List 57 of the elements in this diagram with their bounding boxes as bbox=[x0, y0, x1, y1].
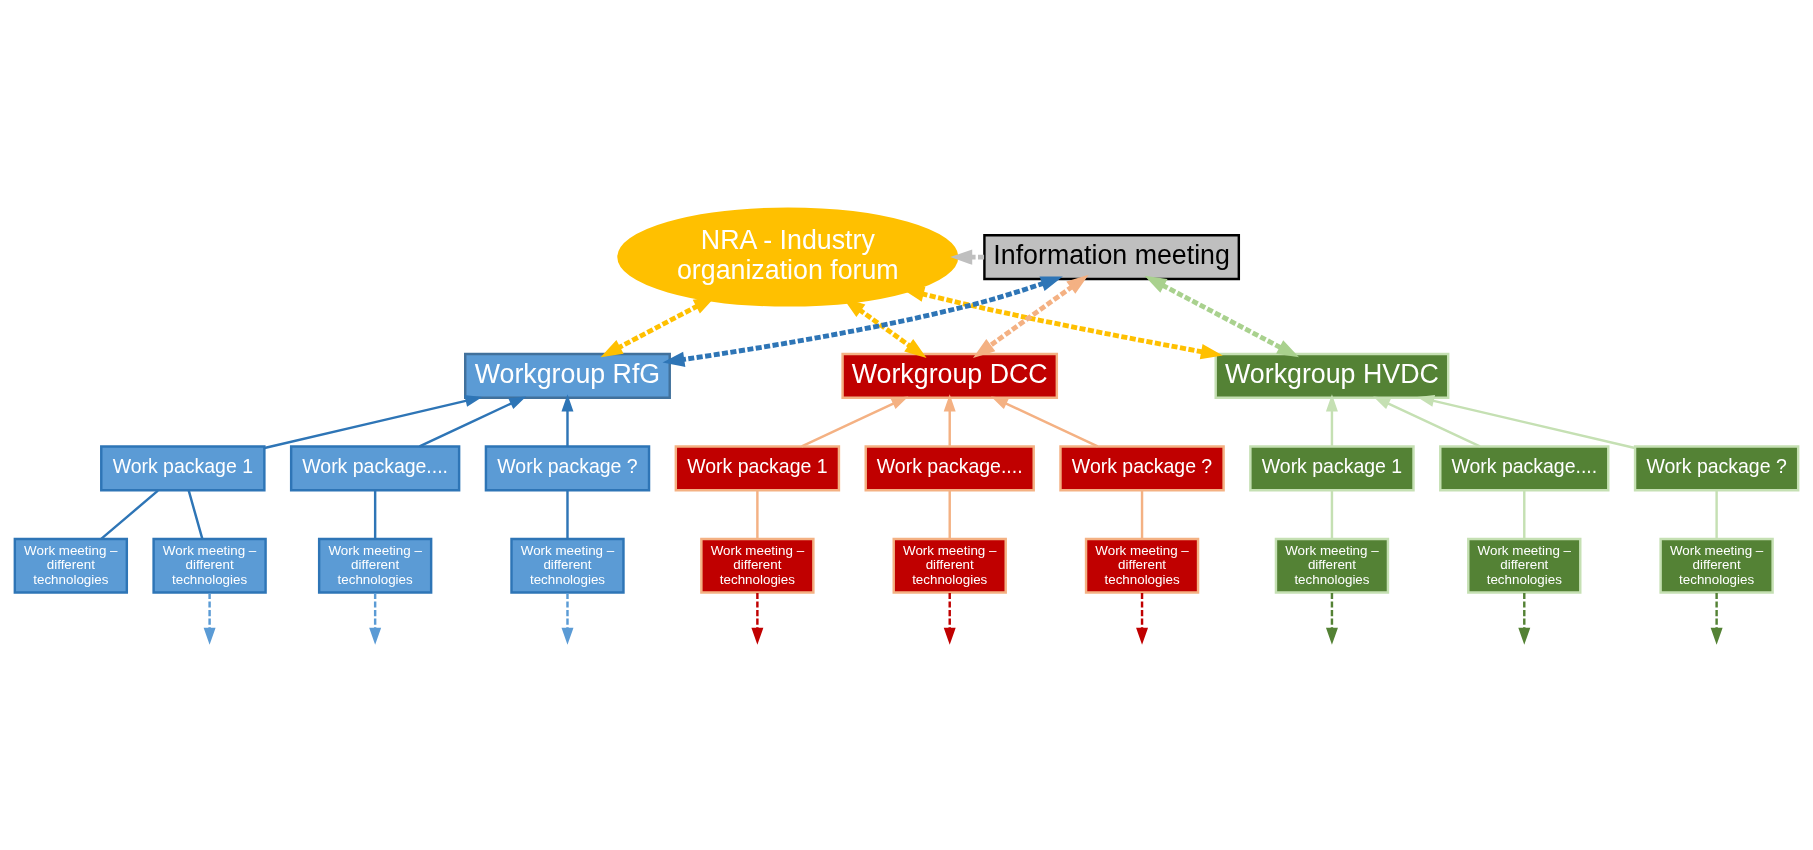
connector bbox=[756, 490, 759, 539]
arrow bbox=[972, 274, 1089, 358]
node-box: Work meeting – different technologies bbox=[892, 537, 1007, 594]
arrow bbox=[1144, 275, 1300, 357]
node-box: Work package.... bbox=[289, 444, 461, 492]
arrow bbox=[561, 393, 574, 446]
node-ellipse: NRA - Industry organization forum bbox=[617, 207, 959, 307]
arrow bbox=[561, 592, 574, 645]
node-box: Work package 1 bbox=[1249, 444, 1415, 492]
connector bbox=[100, 489, 159, 540]
node-box: Work meeting – different technologies bbox=[1274, 537, 1390, 594]
node-box: Work meeting – different technologies bbox=[317, 537, 433, 594]
arrow bbox=[369, 592, 382, 645]
connector bbox=[948, 490, 951, 539]
arrow bbox=[1325, 592, 1338, 645]
arrow bbox=[902, 286, 1223, 359]
connector bbox=[1715, 490, 1718, 539]
node-box: Work meeting – different technologies bbox=[1084, 537, 1200, 594]
arrow bbox=[751, 592, 764, 645]
node-box: Work package 1 bbox=[674, 444, 841, 492]
arrow bbox=[950, 248, 985, 265]
node-box: Work package.... bbox=[1439, 444, 1610, 492]
node-box: Work meeting – different technologies bbox=[510, 537, 625, 594]
connector bbox=[187, 489, 204, 539]
node-box: Work package.... bbox=[864, 444, 1035, 492]
arrow bbox=[662, 276, 1063, 367]
node-box: Work package ? bbox=[1059, 444, 1225, 492]
arrow bbox=[419, 395, 527, 447]
node-box: Work package 1 bbox=[100, 444, 266, 492]
node-box: Work meeting – different technologies bbox=[152, 537, 267, 594]
node-box: Information meeting bbox=[983, 233, 1241, 280]
connector bbox=[1140, 490, 1144, 539]
node-box: Work meeting – different technologies bbox=[13, 537, 129, 594]
connector bbox=[373, 490, 377, 539]
arrow bbox=[1325, 393, 1338, 446]
node-box: Work package ? bbox=[484, 444, 651, 492]
node-box: Workgroup RfG bbox=[464, 352, 671, 399]
node-box: Work meeting – different technologies bbox=[1659, 537, 1774, 594]
arrow bbox=[991, 395, 1099, 447]
node-box: Work package ? bbox=[1633, 444, 1800, 492]
arrow bbox=[943, 393, 956, 446]
node-box: Workgroup DCC bbox=[841, 352, 1059, 399]
arrow bbox=[801, 395, 909, 447]
arrow bbox=[264, 394, 483, 449]
connector bbox=[1330, 490, 1334, 539]
connector bbox=[1523, 490, 1526, 539]
node-box: Work meeting – different technologies bbox=[700, 537, 815, 594]
arrow bbox=[1136, 592, 1149, 645]
node-box: Workgroup HVDC bbox=[1214, 352, 1450, 399]
connector bbox=[566, 490, 569, 539]
arrow bbox=[943, 592, 956, 645]
node-box: Work meeting – different technologies bbox=[1467, 537, 1582, 594]
arrow bbox=[1373, 395, 1481, 447]
arrow bbox=[1518, 592, 1531, 645]
arrow bbox=[1710, 592, 1723, 645]
arrow bbox=[1417, 394, 1636, 449]
arrow bbox=[203, 592, 216, 645]
